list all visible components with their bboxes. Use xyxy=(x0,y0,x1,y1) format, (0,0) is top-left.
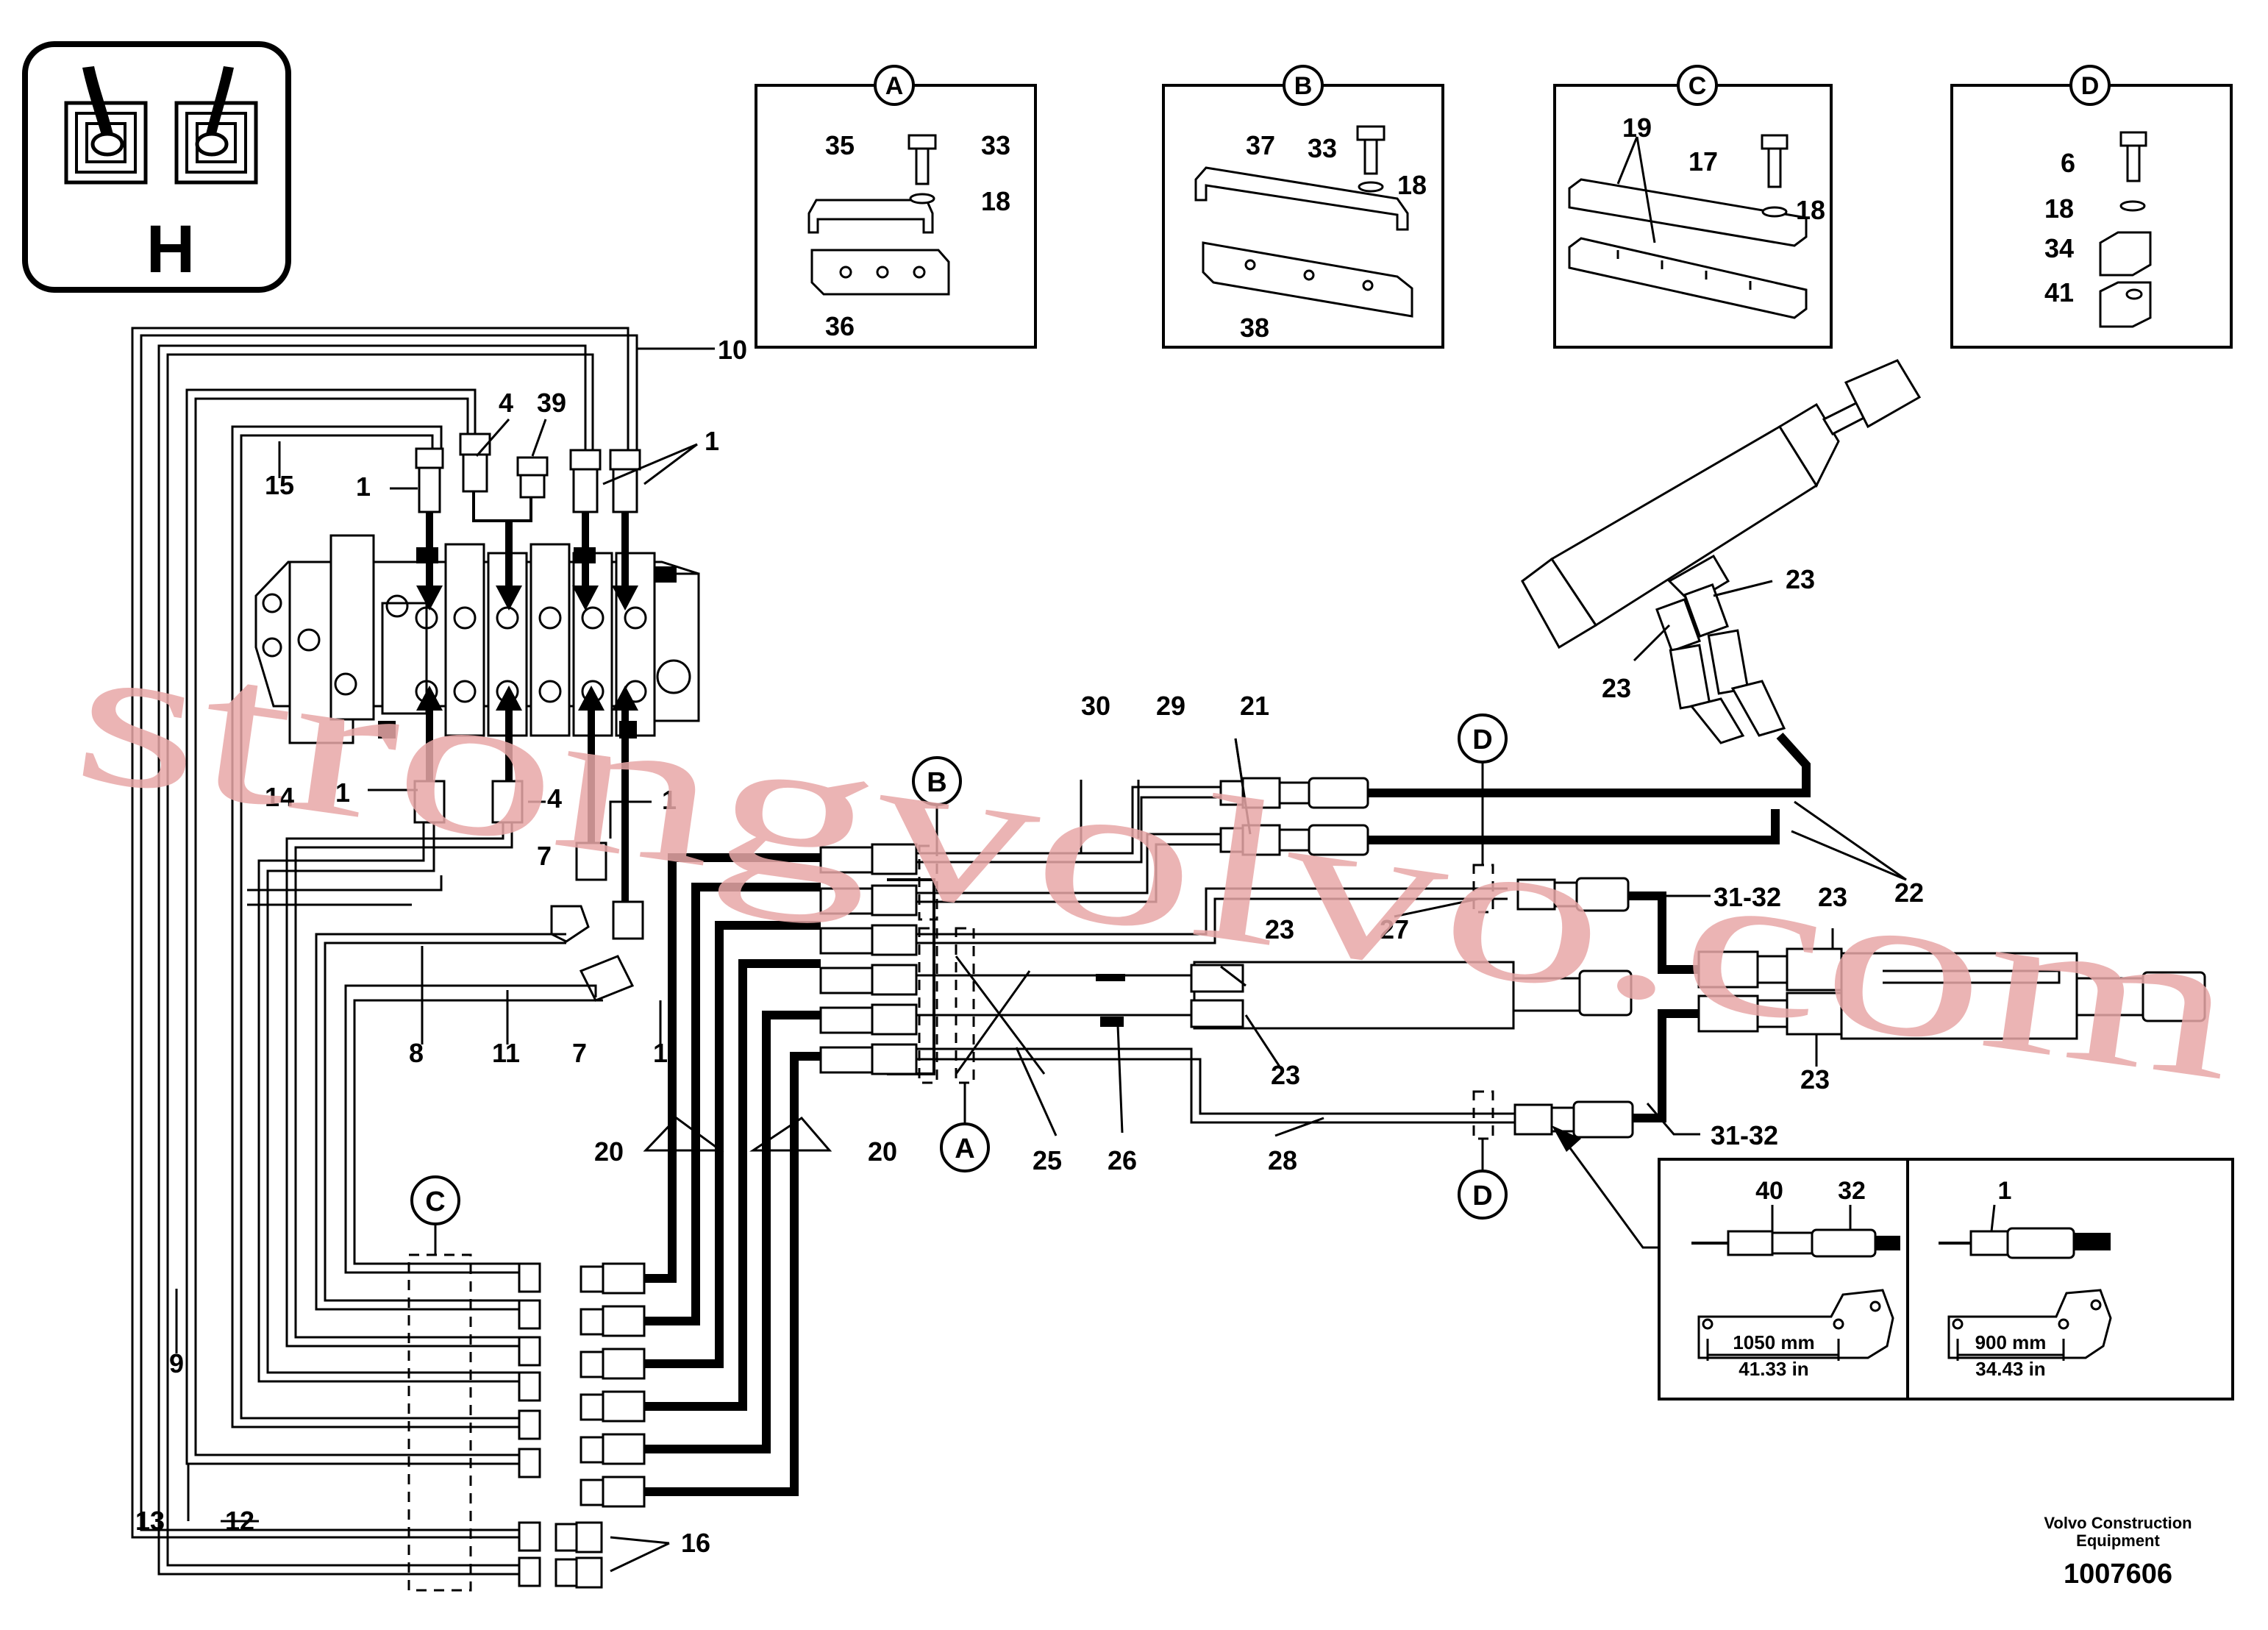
label-33: 33 xyxy=(1308,133,1337,163)
callout-23-mid-top: 23 xyxy=(1265,914,1294,944)
callout-1-top-right: 1 xyxy=(705,426,719,456)
bottom-fittings xyxy=(413,780,644,1002)
callout-20-left: 20 xyxy=(594,1136,624,1167)
label-38: 38 xyxy=(1240,313,1269,343)
footer: Volvo Construction Equipment 1007606 xyxy=(2044,1514,2192,1590)
marker-c: C xyxy=(425,1186,445,1217)
middle-fittings xyxy=(819,843,975,1084)
detail-d-letter: D xyxy=(2081,72,2100,100)
detail-view-c: C 19 17 18 xyxy=(1553,65,1833,349)
drawing-number: 1007606 xyxy=(2064,1559,2172,1590)
detail-view-d: D 6 18 34 41 xyxy=(1950,65,2233,349)
label-35: 35 xyxy=(825,130,855,160)
callout-39: 39 xyxy=(537,388,566,418)
label-18: 18 xyxy=(2044,193,2074,224)
callout-23-mid-bottom: 23 xyxy=(1271,1060,1300,1090)
callout-1-lower: 1 xyxy=(653,1038,668,1068)
callout-4-top: 4 xyxy=(499,388,513,418)
inset-length-in-2: 34.43 in xyxy=(1975,1358,2045,1380)
callout-23-right-bottom: 23 xyxy=(1800,1064,1830,1095)
inset-label-32: 32 xyxy=(1838,1177,1866,1205)
callout-8: 8 xyxy=(409,1038,424,1068)
callout-22: 22 xyxy=(1894,878,1924,908)
callout-14: 14 xyxy=(265,782,294,812)
main-hoses xyxy=(644,853,935,1496)
callout-4-mid: 4 xyxy=(547,783,562,814)
callout-10: 10 xyxy=(718,335,747,365)
label-36: 36 xyxy=(825,311,855,341)
callout-23-upper-right: 23 xyxy=(1786,564,1815,594)
label-33: 33 xyxy=(981,130,1010,160)
inset-length-in-1: 41.33 in xyxy=(1739,1358,1808,1380)
label-19: 19 xyxy=(1622,113,1652,143)
callout-1-mid-right: 1 xyxy=(662,785,677,815)
detail-c-letter: C xyxy=(1688,72,1707,100)
hose-length-inset: 40 32 1050 mm 41.33 in 1 900 mm 34.43 in xyxy=(1552,1125,2234,1401)
marker-a: A xyxy=(955,1133,974,1164)
joystick-pair-icon xyxy=(64,66,258,185)
detail-a-letter: A xyxy=(885,72,904,100)
label-41: 41 xyxy=(2044,277,2074,307)
inset-label-40: 40 xyxy=(1755,1177,1783,1205)
marker-b: B xyxy=(927,767,946,798)
callout-30: 30 xyxy=(1081,691,1110,721)
callout-23-right-top: 23 xyxy=(1818,882,1847,912)
callout-28: 28 xyxy=(1268,1145,1297,1175)
callout-20-right: 20 xyxy=(868,1136,897,1167)
pilot-lines xyxy=(131,327,638,1576)
top-fittings xyxy=(415,433,641,522)
flow-arrows xyxy=(416,512,638,905)
mode-letter: H xyxy=(146,212,195,287)
inset-length-mm-2: 900 mm xyxy=(1975,1331,2047,1353)
marker-d-bottom: D xyxy=(1472,1181,1492,1211)
marker-d-top: D xyxy=(1472,725,1492,755)
label-37: 37 xyxy=(1246,130,1275,160)
label-17: 17 xyxy=(1688,146,1718,177)
leader-lines xyxy=(175,347,1907,1573)
mode-symbol: H xyxy=(22,41,291,293)
right-thin-lines xyxy=(916,786,1515,1124)
callout-1-mid-left: 1 xyxy=(335,777,350,808)
callout-13: 13 xyxy=(135,1506,165,1536)
callout-26: 26 xyxy=(1108,1145,1137,1175)
callout-29: 29 xyxy=(1156,691,1185,721)
callout-23-upper-left: 23 xyxy=(1602,673,1631,703)
detail-view-a: A 35 33 18 36 xyxy=(755,65,1037,349)
callout-16: 16 xyxy=(681,1528,710,1558)
company-line-2: Equipment xyxy=(2076,1531,2160,1550)
callout-27: 27 xyxy=(1380,914,1409,944)
callout-9: 9 xyxy=(169,1348,184,1378)
section-markers: B A C D D xyxy=(410,713,1508,1255)
callout-25: 25 xyxy=(1033,1145,1062,1175)
inset-label-1: 1 xyxy=(1998,1177,2012,1205)
callout-21: 21 xyxy=(1240,691,1269,721)
callout-7-lower: 7 xyxy=(572,1038,587,1068)
label-34: 34 xyxy=(2044,233,2074,263)
label-18: 18 xyxy=(981,186,1010,216)
label-6: 6 xyxy=(2061,148,2075,178)
right-cylinder xyxy=(1625,891,2206,1122)
watermark-text: strongvolvo.com xyxy=(63,594,2250,1124)
upper-cylinder xyxy=(1521,359,1922,744)
detail-b-letter: B xyxy=(1294,72,1313,100)
callout-11: 11 xyxy=(492,1038,520,1068)
callout-15: 15 xyxy=(265,470,294,500)
callout-1-top-left: 1 xyxy=(356,471,371,502)
callout-12: 12 xyxy=(225,1506,254,1536)
callout-7-upper: 7 xyxy=(537,841,552,871)
callout-labels: 10 4 39 1 15 1 14 1 4 1 7 8 11 7 1 20 20… xyxy=(135,335,1924,1558)
connector-block xyxy=(407,1253,646,1592)
callout-31-32-upper: 31-32 xyxy=(1714,882,1781,912)
company-line-1: Volvo Construction xyxy=(2044,1514,2192,1532)
detail-view-b: B 37 33 18 38 xyxy=(1162,65,1444,349)
watermark: strongvolvo.com xyxy=(63,594,2250,1124)
label-18: 18 xyxy=(1397,170,1427,200)
inset-length-mm-1: 1050 mm xyxy=(1733,1331,1814,1353)
callout-31-32-lower: 31-32 xyxy=(1711,1120,1778,1150)
label-18: 18 xyxy=(1796,195,1825,225)
